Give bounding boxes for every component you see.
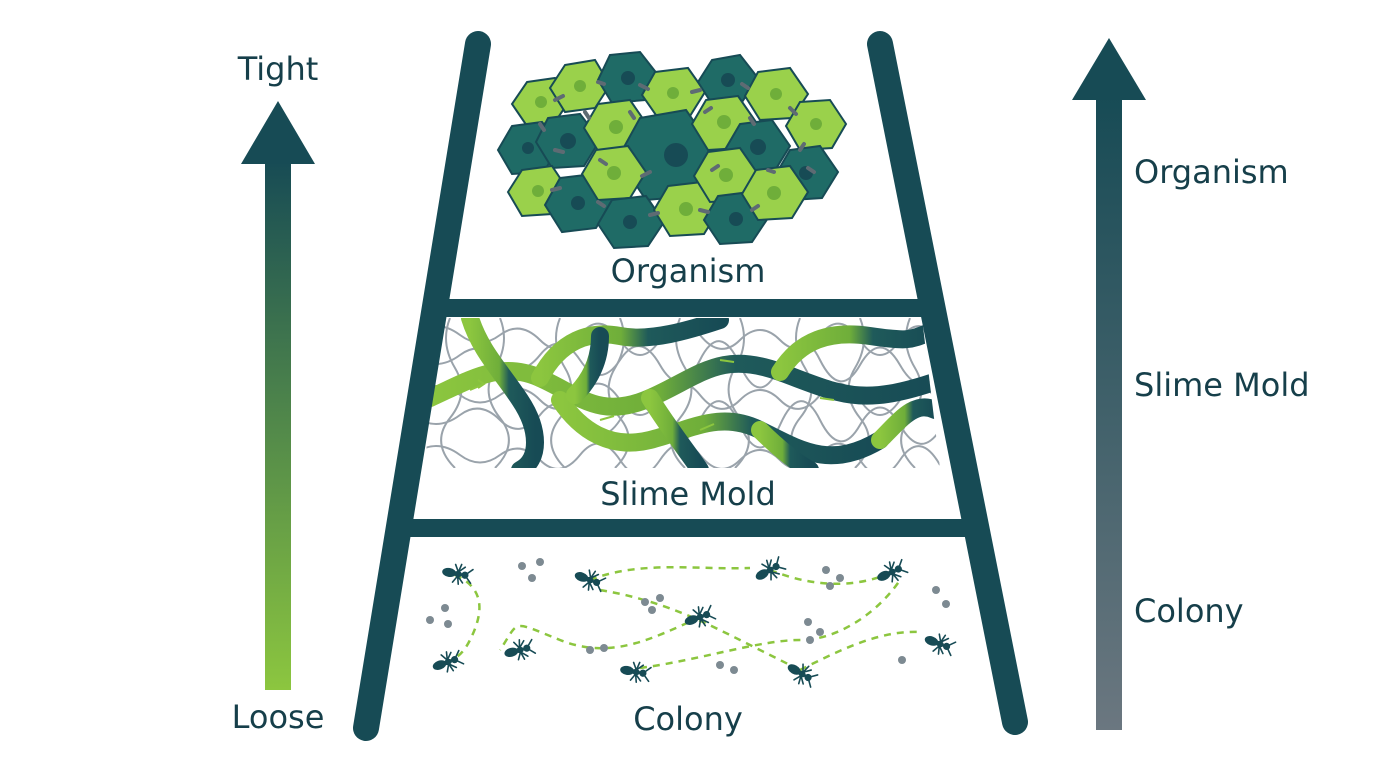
colony-illustration <box>426 553 958 691</box>
ant-icon <box>872 556 910 589</box>
ant-icon <box>750 553 788 588</box>
slime-mold-illustration <box>425 318 940 468</box>
ant-icon <box>920 628 958 659</box>
ant-icon <box>617 658 653 686</box>
slime-tubes <box>425 318 940 468</box>
tier-label-colony: Colony <box>633 700 743 738</box>
cell-junctions <box>538 80 816 217</box>
food-particles <box>426 558 950 674</box>
tier-label-organism: Organism <box>611 252 766 290</box>
ladder-left-rail <box>353 31 491 741</box>
tier-label-slime-mold: Slime Mold <box>600 475 776 513</box>
left-scale-arrow-shaft <box>265 160 291 690</box>
left-scale-bottom-label: Loose <box>232 698 325 736</box>
right-scale-arrow-shaft <box>1096 96 1122 730</box>
right-scale: Organism Slime Mold Colony <box>1072 38 1310 730</box>
slime-flow-arrows <box>469 359 835 431</box>
left-scale-top-label: Tight <box>237 50 319 88</box>
right-scale-label-organism: Organism <box>1134 153 1289 191</box>
organism-cell-cluster <box>496 50 848 250</box>
ant-icon <box>680 602 718 633</box>
ant-icon <box>428 647 466 678</box>
ant-group <box>428 553 958 691</box>
ladder-frame <box>353 31 1028 741</box>
left-scale-arrow-head <box>241 101 315 164</box>
right-scale-arrow-head <box>1072 38 1146 100</box>
left-scale: Tight Loose <box>232 50 325 736</box>
ladder-right-rail <box>867 31 1028 735</box>
right-scale-label-colony: Colony <box>1134 592 1244 630</box>
right-scale-label-slime-mold: Slime Mold <box>1134 366 1310 404</box>
